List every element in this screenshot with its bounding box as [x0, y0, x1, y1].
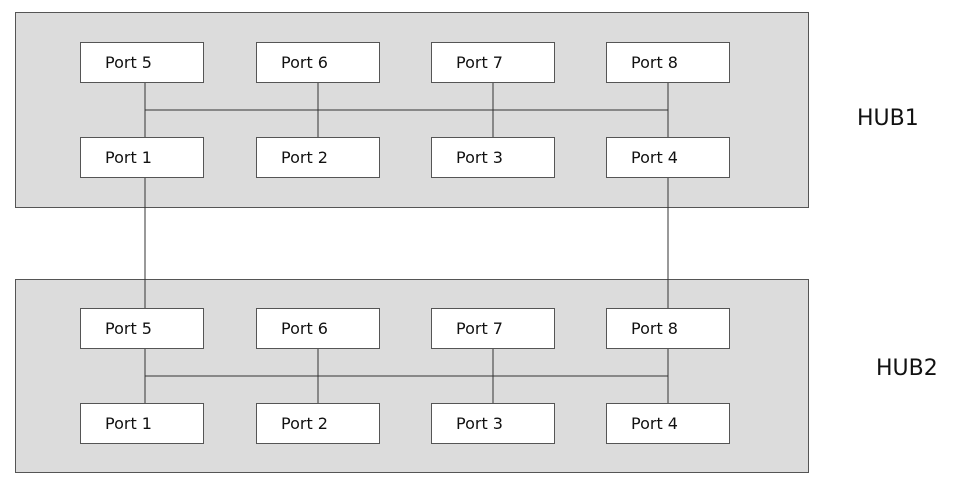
hub2-port-8: Port 8 [606, 308, 730, 349]
hub2-port-2: Port 2 [256, 403, 380, 444]
hub2-port-4: Port 4 [606, 403, 730, 444]
hub1-port-2: Port 2 [256, 137, 380, 178]
hub2-label: HUB2 [876, 356, 938, 381]
hub1-port-7: Port 7 [431, 42, 555, 83]
hub2-port-3: Port 3 [431, 403, 555, 444]
hub1-label: HUB1 [857, 106, 919, 131]
hub1-port-6: Port 6 [256, 42, 380, 83]
hub1-port-4: Port 4 [606, 137, 730, 178]
hub2-port-7: Port 7 [431, 308, 555, 349]
hub2-port-6: Port 6 [256, 308, 380, 349]
hub2-port-1: Port 1 [80, 403, 204, 444]
hub1-port-8: Port 8 [606, 42, 730, 83]
hub1-port-3: Port 3 [431, 137, 555, 178]
hub1-port-1: Port 1 [80, 137, 204, 178]
hub2-port-5: Port 5 [80, 308, 204, 349]
hub1-port-5: Port 5 [80, 42, 204, 83]
